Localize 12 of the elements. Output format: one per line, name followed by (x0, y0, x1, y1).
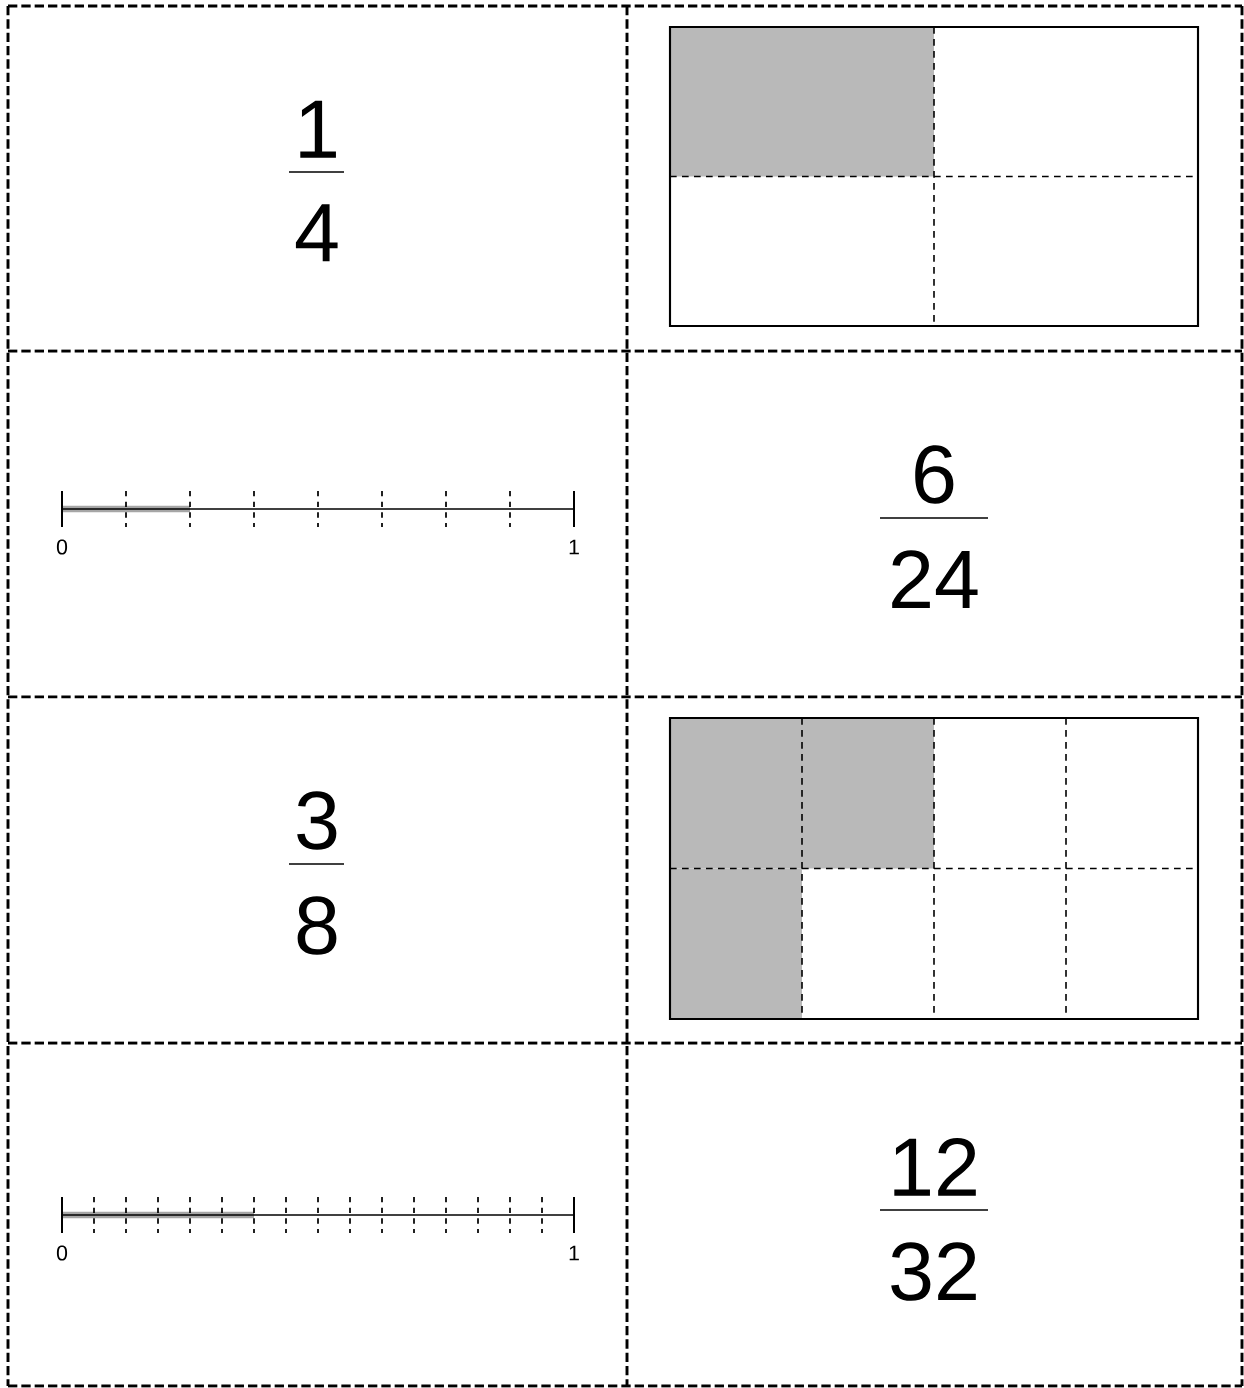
numerator: 3 (297, 791, 337, 850)
tick-label: 0 (56, 1245, 68, 1261)
denominator: 24 (892, 550, 978, 608)
tick-label: 1 (569, 1245, 579, 1261)
denominator: 4 (295, 204, 338, 262)
numerator: 1 (300, 100, 336, 158)
denominator: 8 (297, 896, 337, 955)
tick-label: 0 (56, 539, 68, 555)
numerator: 12 (894, 1138, 976, 1196)
tick-label: 1 (569, 539, 579, 555)
denominator: 32 (891, 1242, 976, 1301)
numerator: 6 (915, 445, 954, 504)
